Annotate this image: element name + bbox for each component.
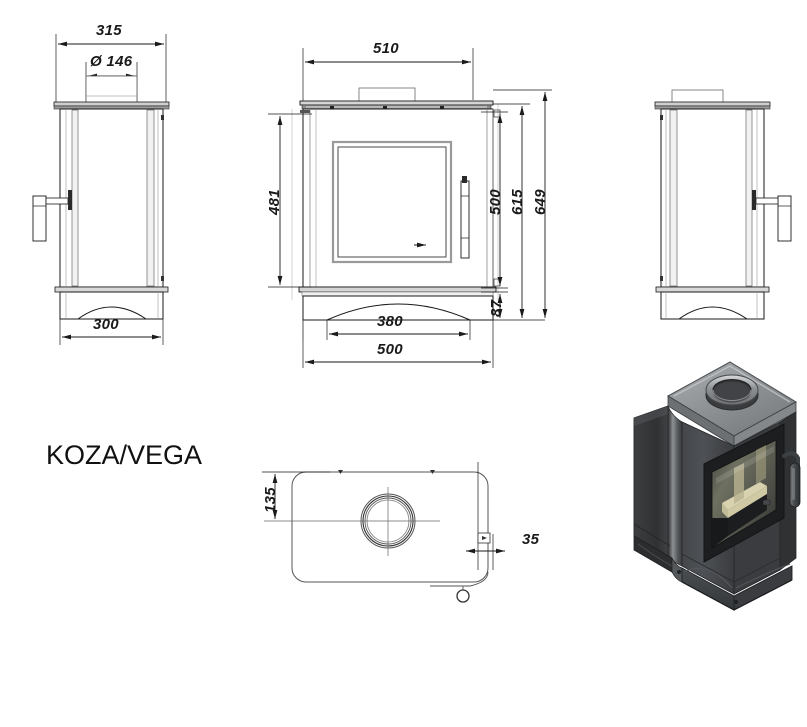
dim-481 <box>268 113 312 288</box>
door-handle-photo <box>782 451 801 508</box>
dim-label-510: 510 <box>373 40 399 57</box>
dim-label-300: 300 <box>93 316 119 333</box>
product-photo-render <box>633 361 801 611</box>
dim-label-135: 135 <box>262 487 279 513</box>
dim-35 <box>466 462 505 570</box>
product-photo <box>624 358 804 620</box>
flue-circles-plan <box>264 487 440 556</box>
dim-label-87: 87 <box>488 299 505 317</box>
dim-615 <box>493 103 530 318</box>
dim-label-380: 380 <box>377 313 403 330</box>
flue-collar-side <box>85 75 138 105</box>
dim-510 <box>302 48 474 105</box>
dim-label-500-base: 500 <box>377 341 403 358</box>
product-name-label: KOZA/VEGA <box>46 440 203 470</box>
base-plinth-side <box>54 286 169 320</box>
flue-collar-front <box>358 87 416 103</box>
door-handle-side-right <box>752 190 792 242</box>
dim-label-146: Ø 146 <box>90 53 133 70</box>
dim-300 <box>59 319 164 345</box>
dim-500-door <box>481 111 508 289</box>
dim-label-649: 649 <box>532 189 549 215</box>
dim-label-615: 615 <box>509 189 526 215</box>
door-handle-front <box>460 176 470 259</box>
base-front <box>298 286 497 340</box>
dim-380 <box>326 320 471 340</box>
door-front <box>331 140 453 264</box>
view-side-elevation-right <box>654 89 792 320</box>
dim-label-315: 315 <box>96 22 122 39</box>
body-outline-side <box>59 108 164 288</box>
dim-315 <box>55 34 167 105</box>
dim-649 <box>493 89 552 318</box>
dim-135 <box>262 471 330 519</box>
view-side-elevation-left <box>32 34 170 345</box>
dim-label-481: 481 <box>266 189 283 215</box>
dim-500-base <box>302 300 494 368</box>
dim-label-35: 35 <box>522 531 540 548</box>
view-top-plan <box>262 462 505 603</box>
top-plate-front <box>299 100 494 110</box>
top-plate-side <box>53 101 170 110</box>
air-control-pin-plan <box>430 571 489 603</box>
view-front-elevation <box>268 48 552 368</box>
door-handle-side <box>32 190 72 242</box>
dim-label-500-door: 500 <box>487 189 504 215</box>
dim-87 <box>481 291 545 321</box>
